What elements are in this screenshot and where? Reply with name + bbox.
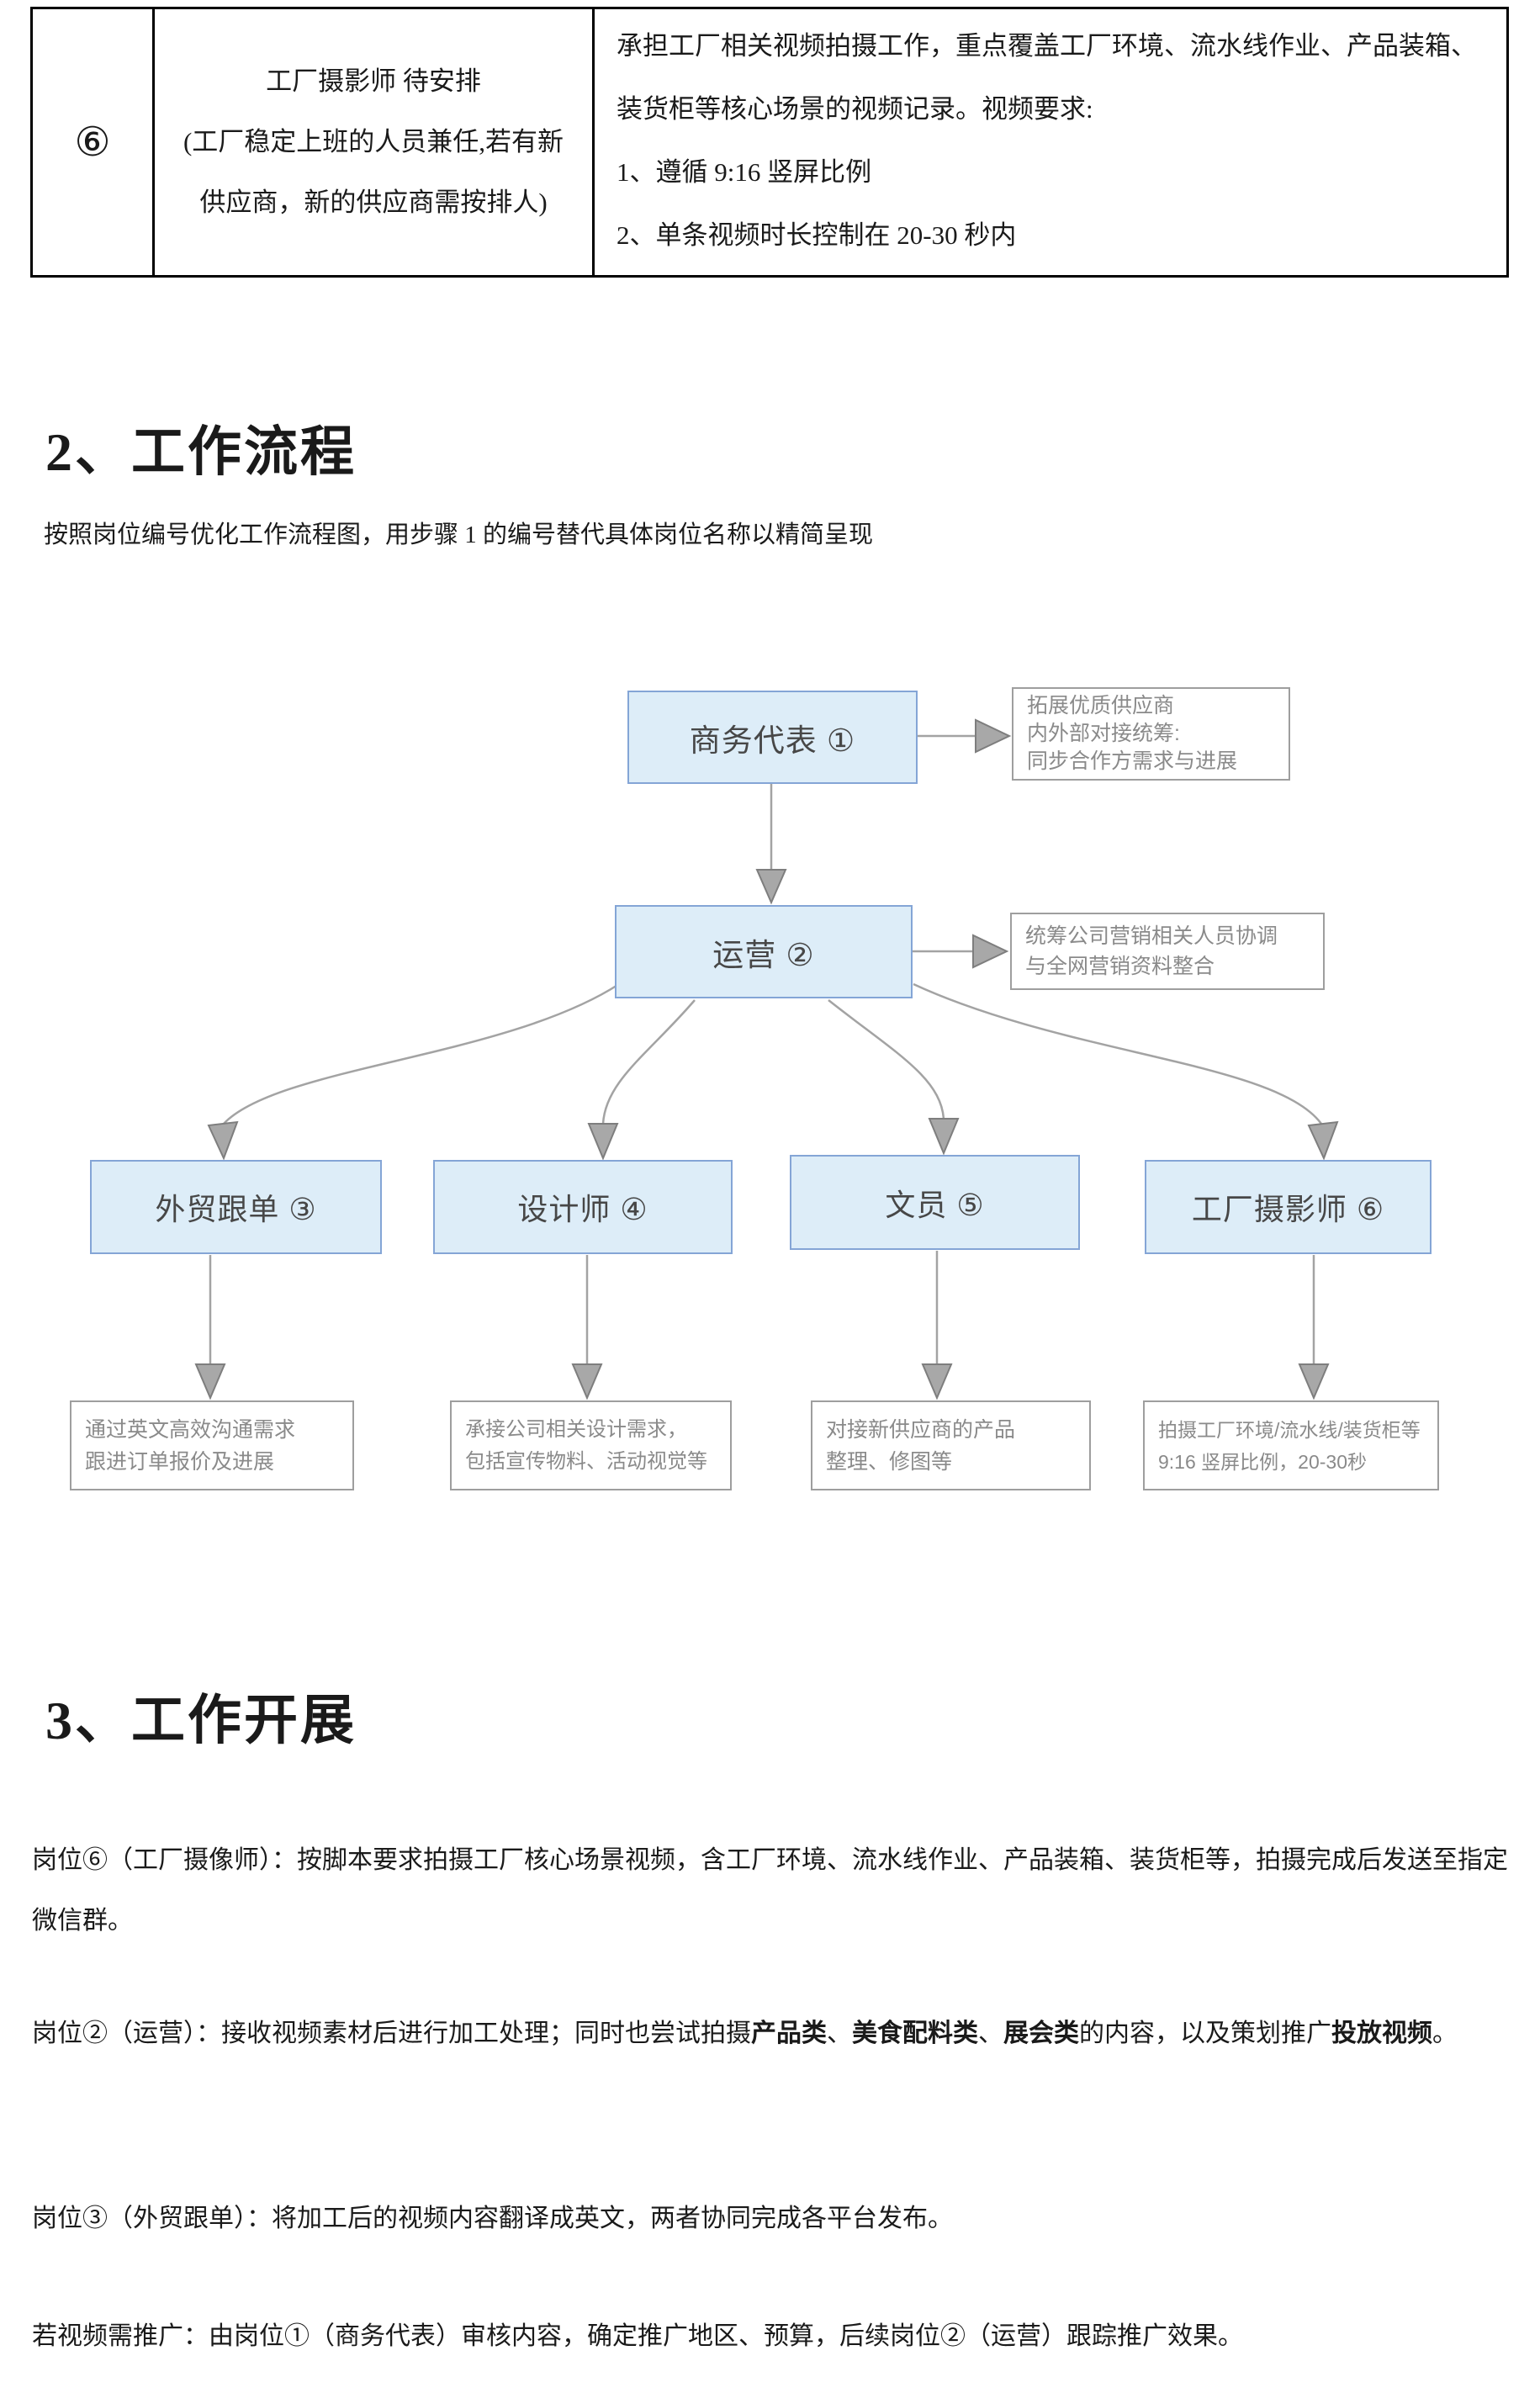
note-business-rep: 拓展优质供应商 内外部对接统筹: 同步合作方需求与进展 bbox=[1012, 687, 1290, 781]
desc-item-1: 1、遵循 9:16 竖屏比例 bbox=[617, 157, 872, 187]
p2-run: 的内容，以及策划推广 bbox=[1079, 2020, 1331, 2047]
section-3-heading: 3、工作开展 bbox=[45, 1691, 357, 1750]
paragraph-position-6: 岗位⑥（工厂摄像师）：按脚本要求拍摄工厂核心场景视频，含工厂环境、流水线作业、产… bbox=[32, 1846, 1508, 1935]
desc-item-2: 2、单条视频时长控制在 20-30 秒内 bbox=[617, 220, 1017, 250]
role-title: 工厂摄影师 待安排 bbox=[266, 66, 481, 96]
connector-ops-clerk bbox=[828, 999, 960, 1156]
section-2-intro: 按照岗位编号优化工作流程图，用步骤 1 的编号替代具体岗位名称以精简呈现 bbox=[44, 521, 874, 548]
note-line: 拓展优质供应商 bbox=[1027, 694, 1175, 717]
note-line: 包括宣传物料、活动视觉等 bbox=[465, 1449, 707, 1473]
connector-designer-note bbox=[571, 1255, 603, 1400]
connector-ops-note bbox=[913, 934, 1009, 969]
node-factory-photographer: 工厂摄影师 ⑥ bbox=[1145, 1160, 1432, 1254]
node-designer: 设计师 ④ bbox=[433, 1160, 733, 1254]
p2-run-bold: 展会类 bbox=[1003, 2020, 1079, 2047]
node-clerk: 文员 ⑤ bbox=[790, 1155, 1080, 1250]
connector-trade-note bbox=[194, 1255, 226, 1400]
section-2-heading: 2、工作流程 bbox=[45, 422, 357, 482]
node-trade-follower: 外贸跟单 ③ bbox=[90, 1160, 382, 1254]
note-line: 跟进订单报价及进展 bbox=[85, 1449, 275, 1474]
note-designer: 承接公司相关设计需求， 包括宣传物料、活动视觉等 bbox=[450, 1400, 732, 1490]
connector-ops-trade bbox=[207, 982, 620, 1161]
note-line: 9:16 竖屏比例，20-30秒 bbox=[1158, 1450, 1367, 1473]
note-operations: 统筹公司营销相关人员协调 与全网营销资料整合 bbox=[1010, 913, 1325, 990]
note-factory-photographer: 拍摄工厂环境/流水线/装货柜等 9:16 竖屏比例，20-30秒 bbox=[1143, 1400, 1439, 1490]
table-cell-role: 工厂摄影师 待安排 (工厂稳定上班的人员兼任,若有新供应商，新的供应商需按排人) bbox=[152, 9, 592, 275]
note-line: 整理、修图等 bbox=[826, 1449, 953, 1474]
note-line: 通过英文高效沟通需求 bbox=[85, 1417, 296, 1442]
table-cell-description: 承担工厂相关视频拍摄工作，重点覆盖工厂环境、流水线作业、产品装箱、装货柜等核心场… bbox=[592, 9, 1506, 275]
note-line: 承接公司相关设计需求， bbox=[465, 1417, 687, 1441]
p2-run: 。 bbox=[1432, 2020, 1458, 2047]
connector-photographer-note bbox=[1298, 1255, 1330, 1400]
note-trade-follower: 通过英文高效沟通需求 跟进订单报价及进展 bbox=[70, 1400, 354, 1490]
p2-run: 岗位②（运营）：接收视频素材后进行加工处理；同时也尝试拍摄 bbox=[32, 2020, 751, 2047]
note-line: 拍摄工厂环境/流水线/装货柜等 bbox=[1158, 1418, 1421, 1441]
p2-run-bold: 美食配料类 bbox=[852, 2020, 978, 2047]
note-clerk: 对接新供应商的产品 整理、修图等 bbox=[811, 1400, 1091, 1490]
p2-run-bold: 产品类 bbox=[751, 2020, 827, 2047]
connector-biz-note bbox=[918, 718, 1012, 754]
connector-biz-ops bbox=[755, 784, 787, 905]
node-operations: 运营 ② bbox=[615, 905, 913, 998]
paragraph-position-3: 岗位③（外贸跟单）：将加工后的视频内容翻译成英文，两者协同完成各平台发布。 bbox=[32, 2205, 953, 2232]
note-line: 统筹公司营销相关人员协调 bbox=[1025, 924, 1278, 948]
connector-ops-photographer bbox=[913, 982, 1339, 1161]
p2-run-bold: 投放视频 bbox=[1331, 2020, 1432, 2047]
connector-clerk-note bbox=[921, 1251, 953, 1400]
position-number: ⑥ bbox=[74, 120, 111, 165]
note-line: 内外部对接统筹: bbox=[1027, 722, 1180, 745]
node-business-rep: 商务代表 ① bbox=[627, 691, 918, 784]
note-line: 对接新供应商的产品 bbox=[826, 1417, 1016, 1442]
p2-run: 、 bbox=[827, 2020, 852, 2047]
desc-intro: 承担工厂相关视频拍摄工作，重点覆盖工厂环境、流水线作业、产品装箱、装货柜等核心场… bbox=[617, 31, 1477, 124]
role-note: (工厂稳定上班的人员兼任,若有新供应商，新的供应商需按排人) bbox=[183, 127, 564, 217]
position-table: ⑥ 工厂摄影师 待安排 (工厂稳定上班的人员兼任,若有新供应商，新的供应商需按排… bbox=[30, 7, 1509, 278]
paragraph-promotion: 若视频需推广：由岗位①（商务代表）审核内容，确定推广地区、预算，后续岗位②（运营… bbox=[32, 2322, 1243, 2350]
connector-ops-designer bbox=[587, 999, 696, 1161]
paragraph-position-2: 岗位②（运营）：接收视频素材后进行加工处理；同时也尝试拍摄产品类、美食配料类、展… bbox=[32, 2004, 1511, 2064]
table-cell-number: ⑥ bbox=[33, 9, 152, 275]
note-line: 与全网营销资料整合 bbox=[1025, 955, 1215, 978]
note-line: 同步合作方需求与进展 bbox=[1027, 749, 1238, 773]
p2-run: 、 bbox=[978, 2020, 1003, 2047]
